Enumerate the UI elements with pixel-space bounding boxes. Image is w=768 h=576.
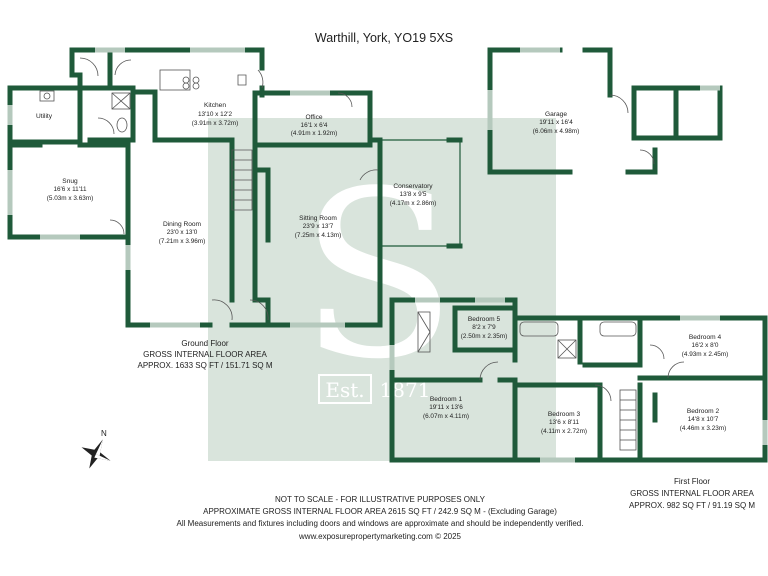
windows: [7, 47, 720, 328]
dining-room-dims: 23'0 x 13'0: [167, 229, 198, 236]
fixtures: [39, 57, 655, 321]
bedroom3-dims: 13'6 x 8'11: [549, 419, 579, 426]
bedroom4-label: Bedroom 4: [689, 334, 722, 341]
bedroom1-metric: (6.07m x 4.11m): [423, 413, 469, 420]
sitting-room-label: Sitting Room: [299, 215, 337, 222]
footer-website: www.exposurepropertymarketing.com © 2025: [299, 532, 461, 541]
footer-disclaimer: All Measurements and fixtures including …: [176, 519, 584, 528]
bedroom4-dims: 16'2 x 8'0: [692, 342, 719, 349]
bedroom2-label: Bedroom 2: [687, 408, 720, 415]
bedroom1-label: Bedroom 1: [430, 396, 463, 403]
bedroom5-metric: (2.50m x 2.35m): [461, 333, 508, 340]
first-floor-area-value: APPROX. 982 SQ FT / 91.19 SQ M: [628, 501, 756, 510]
office-dims: 16'1 x 6'4: [301, 122, 328, 129]
compass-north-label: N: [101, 429, 107, 438]
garage-metric: (6.06m x 4.98m): [533, 128, 580, 135]
kitchen-dims: 13'10 x 12'2: [198, 111, 233, 118]
garage-label: Garage: [545, 111, 567, 118]
compass-icon: [81, 439, 111, 469]
dining-room-metric: (7.21m x 3.96m): [159, 238, 206, 245]
first-floor-windows: [389, 297, 768, 463]
snug-label: Snug: [62, 178, 78, 185]
first-floor-heading: First Floor: [674, 477, 710, 486]
bedroom1-dims: 19'11 x 13'6: [429, 404, 463, 411]
kitchen-label: Kitchen: [204, 102, 226, 109]
garage-dims: 19'11 x 16'4: [539, 119, 573, 126]
ground-floor-area-label: GROSS INTERNAL FLOOR AREA: [143, 350, 267, 359]
ground-floor-area-value: APPROX. 1633 SQ FT / 151.71 SQ M: [137, 361, 273, 370]
snug-metric: (5.03m x 3.63m): [47, 195, 94, 202]
watermark-est-label: Est.: [325, 378, 364, 402]
bedroom3-label: Bedroom 3: [548, 411, 581, 418]
bedroom4-metric: (4.93m x 2.45m): [682, 351, 729, 358]
bedroom5-dims: 8'2 x 7'9: [472, 324, 496, 331]
utility-label: Utility: [36, 113, 53, 120]
sitting-room-metric: (7.25m x 4.13m): [295, 232, 342, 239]
property-title: Warthill, York, YO19 5XS: [314, 31, 454, 45]
first-floor-fixtures: [417, 311, 685, 451]
ground-floor-heading: Ground Floor: [181, 339, 229, 348]
office-metric: (4.91m x 1.92m): [291, 130, 338, 137]
bedroom5-label: Bedroom 5: [468, 316, 501, 323]
sitting-room-dims: 23'9 x 13'7: [303, 223, 334, 230]
conservatory-label: Conservatory: [393, 183, 433, 190]
snug-dims: 16'6 x 11'11: [53, 186, 87, 193]
bedroom3-metric: (4.11m x 2.72m): [541, 428, 587, 435]
office-label: Office: [305, 114, 322, 121]
bedroom2-metric: (4.46m x 3.23m): [680, 425, 727, 432]
bedroom2-dims: 14'8 x 10'7: [688, 416, 719, 423]
dining-room-label: Dining Room: [163, 221, 202, 228]
watermark-est-box: [318, 374, 372, 404]
kitchen-metric: (3.91m x 3.72m): [192, 120, 239, 127]
conservatory-metric: (4.17m x 2.86m): [390, 200, 437, 207]
first-floor-area-label: GROSS INTERNAL FLOOR AREA: [630, 489, 754, 498]
footer-not-to-scale: NOT TO SCALE - FOR ILLUSTRATIVE PURPOSES…: [275, 495, 485, 504]
conservatory-dims: 13'8 x 9'5: [400, 191, 427, 198]
footer-total-area: APPROXIMATE GROSS INTERNAL FLOOR AREA 26…: [203, 507, 557, 516]
